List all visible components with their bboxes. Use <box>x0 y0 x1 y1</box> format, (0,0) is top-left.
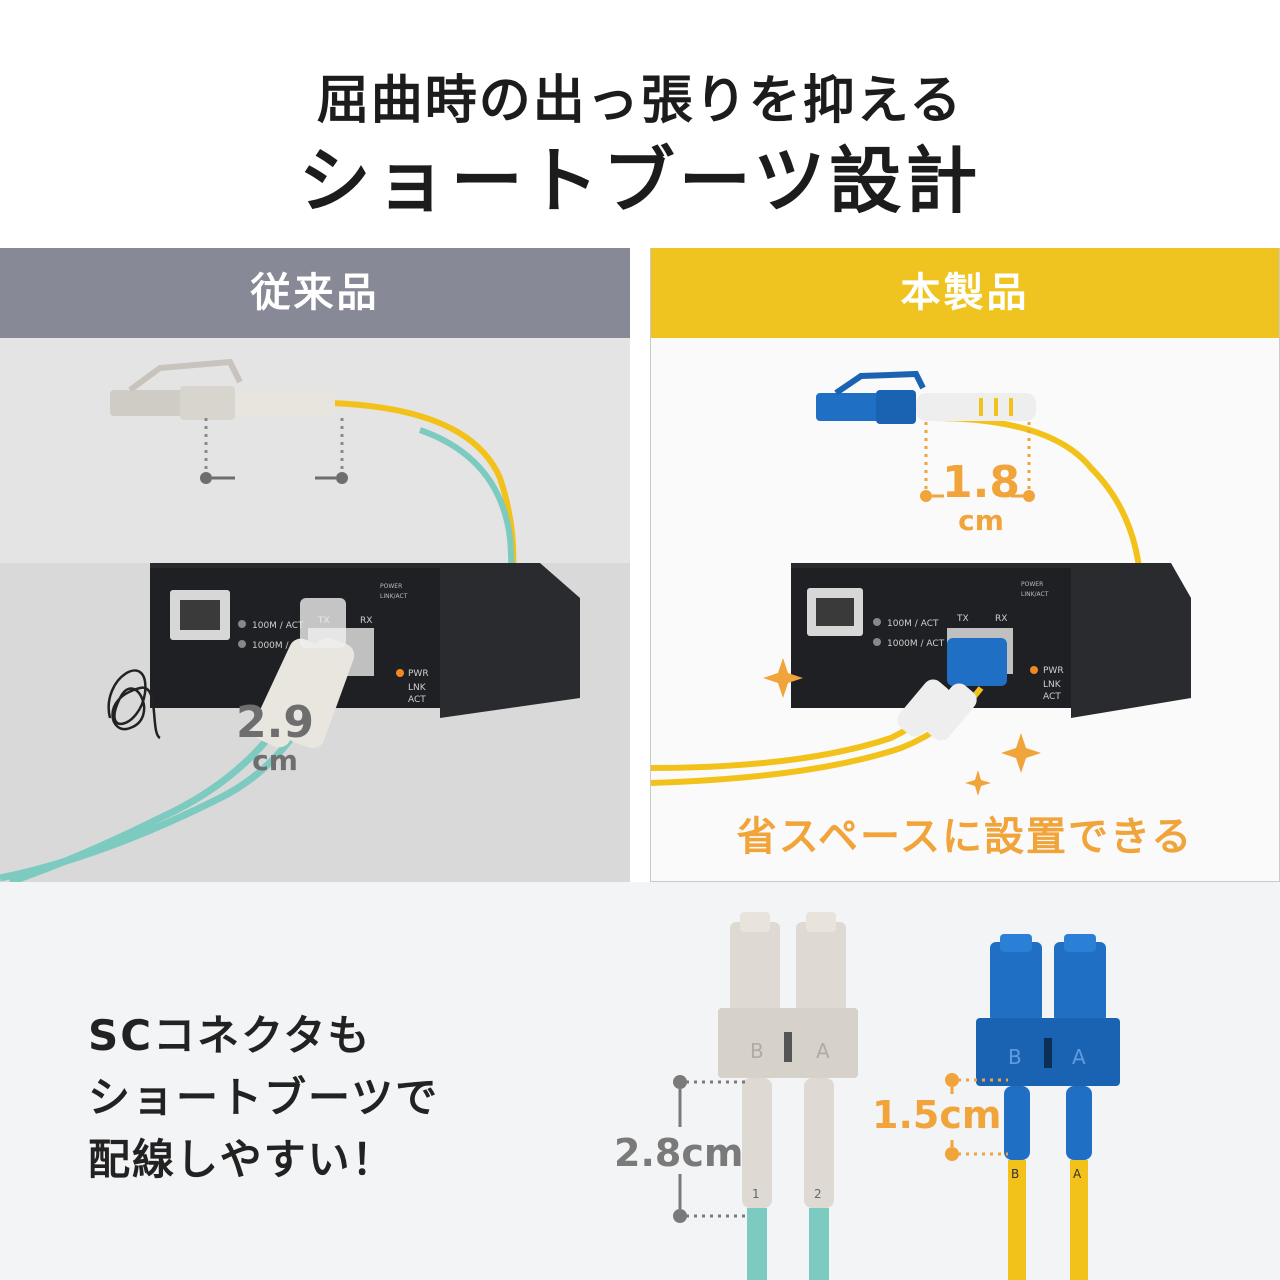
sc-description-line3: 配線しやすい！ <box>88 1135 396 1184</box>
old-label-a: A <box>816 1039 830 1063</box>
rx-label: RX <box>995 614 1007 624</box>
new-cable-b: B <box>1011 1167 1019 1181</box>
product-measure-unit: cm <box>958 504 1004 537</box>
conventional-panel: 従来品 100M / ACT 1000M / ACT <box>0 248 630 882</box>
act-label: ACT <box>408 695 426 705</box>
tx-label: TX <box>956 614 969 624</box>
new-label-a: A <box>1072 1045 1086 1069</box>
new-sc-connector: B A B A <box>976 934 1120 1280</box>
conventional-header: 従来品 <box>0 248 630 338</box>
headline-line1: 屈曲時の出っ張りを抑える <box>316 71 964 131</box>
headline-line2: ショートブーツ設計 <box>298 139 982 223</box>
conventional-measure: 2.9 cm <box>230 700 320 776</box>
pwr-label: PWR <box>408 669 429 679</box>
lnk-label: LNK <box>408 683 427 693</box>
port2-label: 1000M / ACT <box>252 641 310 651</box>
product-header: 本製品 <box>651 248 1279 338</box>
old-label-b: B <box>750 1039 764 1063</box>
old-lc-connector <box>110 358 335 420</box>
new-sc-measure: 1.5cm <box>872 1093 1001 1137</box>
new-cable-a: A <box>1073 1167 1082 1181</box>
old-sc-measure: 2.8cm <box>614 1131 743 1175</box>
conventional-measure-value: 2.9 <box>236 697 314 748</box>
conventional-photo: 100M / ACT 1000M / ACT TX RX PWR LNK ACT… <box>0 338 630 882</box>
new-lc-connector <box>816 370 1036 424</box>
act-label: ACT <box>1043 692 1061 702</box>
linkact-label: LINK/ACT <box>380 593 408 600</box>
lnk-label: LNK <box>1043 680 1062 690</box>
power-label: POWER <box>380 583 402 590</box>
product-caption: 省スペースに設置できる <box>736 814 1194 860</box>
old-cable-2: 2 <box>814 1187 822 1201</box>
sparkle-icon <box>763 658 1041 796</box>
port1-label: 100M / ACT <box>887 619 939 629</box>
media-converter: 100M / ACT 1000M / ACT TX RX PWR LNK ACT… <box>150 563 580 718</box>
tangle-icon <box>107 669 161 740</box>
new-label-b: B <box>1008 1045 1022 1069</box>
port1-label: 100M / ACT <box>252 621 304 631</box>
sc-description-line2: ショートブーツで <box>88 1073 440 1122</box>
sc-description-line1: SCコネクタも <box>88 1011 372 1060</box>
product-photo: 100M / ACT 1000M / ACT TX RX PWR LNK ACT… <box>651 338 1279 881</box>
old-sc-connector: B A 1 2 <box>718 912 858 1280</box>
sc-connectors-comparison: B A 1 2 2.8cm B A B A 1.5cm <box>614 912 1120 1280</box>
port2-label: 1000M / ACT <box>887 639 945 649</box>
conventional-measure-unit: cm <box>252 744 298 777</box>
product-panel: 本製品 1 <box>650 248 1280 882</box>
linkact-label: LINK/ACT <box>1021 591 1049 598</box>
power-label: POWER <box>1021 581 1043 588</box>
rx-label: RX <box>360 616 372 626</box>
sc-description: SCコネクタも ショートブーツで 配線しやすい！ <box>88 1005 439 1191</box>
product-measure: 1.8 cm <box>931 460 1031 536</box>
pwr-label: PWR <box>1043 666 1064 676</box>
old-cable-1: 1 <box>752 1187 760 1201</box>
product-measure-value: 1.8 <box>942 457 1020 508</box>
